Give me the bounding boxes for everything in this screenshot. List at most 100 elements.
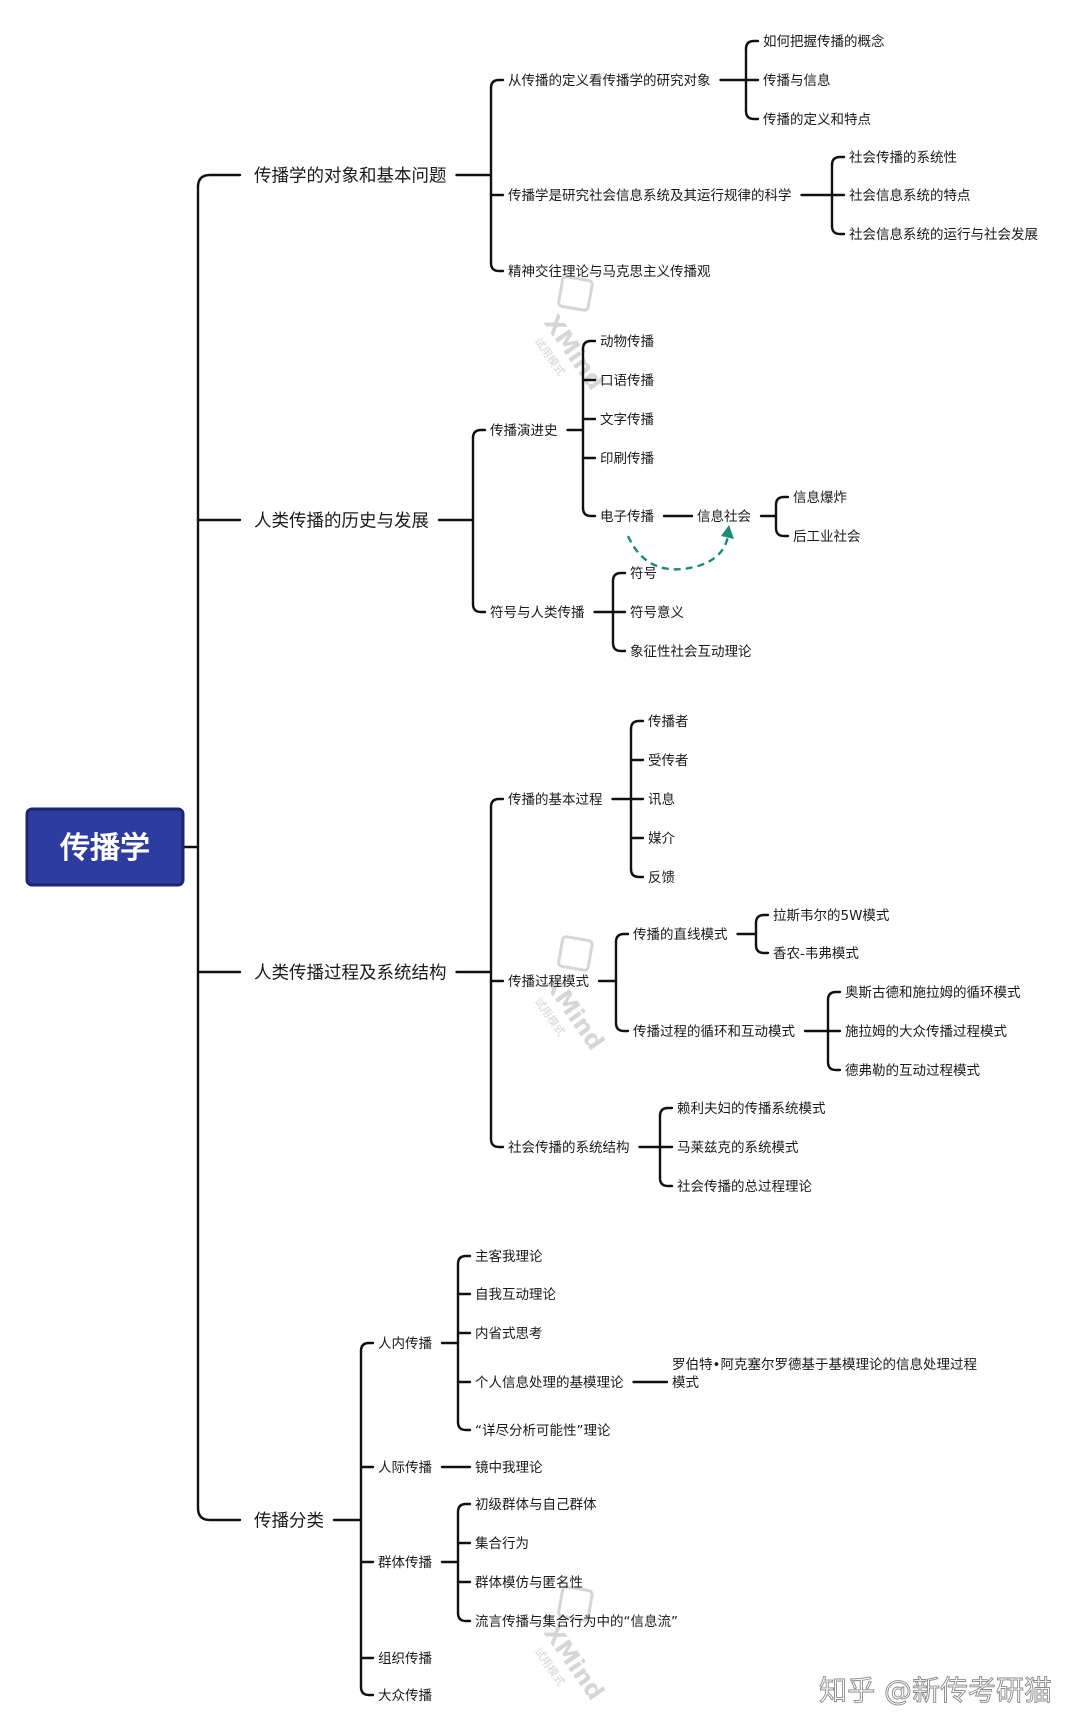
line-2-0-bracket-bottom bbox=[629, 867, 645, 879]
line-3-bracket-top bbox=[359, 1341, 375, 1353]
line-2-0-bracket-top bbox=[629, 719, 645, 731]
line-2-2-bracket-bottom bbox=[658, 1176, 674, 1188]
topic-2-2-2[interactable]: 社会传播的总过程理论 bbox=[677, 1179, 812, 1195]
topic-1-0-4-0-0[interactable]: 信息爆炸 bbox=[793, 489, 847, 506]
topic-1[interactable]: 人类传播的历史与发展 bbox=[254, 511, 429, 531]
topic-2-2-1[interactable]: 马莱兹克的系统模式 bbox=[677, 1140, 799, 1156]
root-node[interactable]: 传播学 bbox=[25, 807, 185, 887]
node-layer: 传播学的对象和基本问题 从传播的定义看传播学的研究对象 如何把握传播的概念传播与信息… bbox=[254, 33, 1038, 1704]
topic-0-0-1[interactable]: 传播与信息 bbox=[763, 72, 831, 89]
topic-3-0-3[interactable]: 个人信息处理的基模理论 bbox=[475, 1374, 624, 1391]
topic-1-1-2[interactable]: 象征性社会互动理论 bbox=[630, 644, 752, 660]
topic-2-0-3[interactable]: 媒介 bbox=[648, 831, 676, 847]
topic-3-3[interactable]: 组织传播 bbox=[378, 1651, 432, 1667]
line-2-1-bracket-bottom bbox=[614, 1021, 630, 1033]
topic-1-0-4-0[interactable]: 信息社会 bbox=[697, 508, 751, 525]
topic-3-2[interactable]: 群体传播 bbox=[378, 1555, 432, 1571]
line-1-1-bracket-top bbox=[611, 571, 627, 583]
line-2-bracket-bottom bbox=[489, 1137, 505, 1149]
topic-1-0-1[interactable]: 口语传播 bbox=[600, 373, 654, 389]
topic-2-1-0-1[interactable]: 香农-韦弗模式 bbox=[773, 946, 859, 962]
topic-2-2-0[interactable]: 赖利夫妇的传播系统模式 bbox=[677, 1100, 826, 1117]
topic-0-0-2[interactable]: 传播的定义和特点 bbox=[763, 112, 871, 128]
line-1-0-4-0-bracket-bottom bbox=[774, 526, 790, 538]
topic-3-2-3[interactable]: 流言传播与集合行为中的“信息流” bbox=[475, 1613, 678, 1630]
line-0-1-bracket-bottom bbox=[830, 224, 846, 236]
line-0-0-bracket-bottom bbox=[744, 109, 760, 121]
topic-3-2-0[interactable]: 初级群体与自己群体 bbox=[475, 1496, 597, 1513]
line-0-0-bracket-top bbox=[744, 39, 760, 51]
topic-0-0[interactable]: 从传播的定义看传播学的研究对象 bbox=[508, 73, 711, 89]
line-2-2-bracket-top bbox=[658, 1106, 674, 1118]
topic-3-1-0[interactable]: 镜中我理论 bbox=[475, 1460, 543, 1476]
line-1-1-bracket-bottom bbox=[611, 641, 627, 653]
topic-2-1-0-0[interactable]: 拉斯韦尔的5W模式 bbox=[773, 908, 890, 924]
topic-2-1-0[interactable]: 传播的直线模式 bbox=[633, 927, 728, 943]
topic-1-1[interactable]: 符号与人类传播 bbox=[490, 605, 585, 621]
topic-0-1-0[interactable]: 社会传播的系统性 bbox=[849, 150, 957, 166]
topic-1-1-0[interactable]: 符号 bbox=[630, 566, 657, 582]
topic-0-1-1[interactable]: 社会信息系统的特点 bbox=[849, 187, 971, 204]
topic-1-0-3[interactable]: 印刷传播 bbox=[600, 451, 654, 467]
line-0-bracket-top bbox=[489, 78, 505, 90]
topic-2-1-1-2[interactable]: 德弗勒的互动过程模式 bbox=[845, 1063, 980, 1079]
topic-0-1[interactable]: 传播学是研究社会信息系统及其运行规律的科学 bbox=[508, 187, 792, 204]
line-3-0-bracket-top bbox=[456, 1254, 472, 1266]
topic-3-0-1[interactable]: 自我互动理论 bbox=[475, 1287, 556, 1303]
line-2-1-0-bracket-top bbox=[754, 913, 770, 925]
topic-2-0-2[interactable]: 讯息 bbox=[648, 791, 675, 808]
topic-0-1-2[interactable]: 社会信息系统的运行与社会发展 bbox=[849, 226, 1038, 243]
line-1-0-bracket-bottom bbox=[581, 506, 597, 518]
topic-2-2[interactable]: 社会传播的系统结构 bbox=[508, 1140, 630, 1156]
line-3-0-bracket-bottom bbox=[456, 1420, 472, 1432]
topic-3-2-1[interactable]: 集合行为 bbox=[475, 1536, 529, 1552]
topic-1-0-4[interactable]: 电子传播 bbox=[600, 509, 654, 525]
topic-2-0-4[interactable]: 反馈 bbox=[648, 870, 675, 886]
topic-3-0-2[interactable]: 内省式思考 bbox=[475, 1326, 543, 1342]
topic-1-0-2[interactable]: 文字传播 bbox=[600, 412, 654, 428]
line-1-bracket-bottom bbox=[471, 602, 487, 614]
topic-2-1[interactable]: 传播过程模式 bbox=[508, 974, 589, 990]
topic-3-0-0[interactable]: 主客我理论 bbox=[475, 1248, 543, 1265]
line-0-bracket-bottom bbox=[489, 261, 505, 273]
topic-0-0-0[interactable]: 如何把握传播的概念 bbox=[763, 33, 885, 50]
line-3-2-bracket-bottom bbox=[456, 1611, 472, 1623]
line-1-bracket-top bbox=[471, 428, 487, 440]
watermark-credit: 知乎 @新传考研猫 bbox=[819, 1674, 1052, 1707]
topic-0[interactable]: 传播学的对象和基本问题 bbox=[254, 166, 447, 186]
connector-lines bbox=[181, 39, 846, 1697]
line-2-1-0-bracket-bottom bbox=[754, 943, 770, 955]
line-2-bracket-top bbox=[489, 797, 505, 809]
topic-3-2-2[interactable]: 群体模仿与匿名性 bbox=[475, 1575, 583, 1591]
topic-3-1[interactable]: 人际传播 bbox=[378, 1460, 432, 1476]
root-label: 传播学 bbox=[59, 831, 150, 866]
topic-2-1-1[interactable]: 传播过程的循环和互动模式 bbox=[633, 1024, 795, 1040]
topic-1-1-1[interactable]: 符号意义 bbox=[630, 604, 684, 621]
root-bracket-top bbox=[196, 173, 242, 189]
line-1-0-4-0-bracket-top bbox=[774, 495, 790, 507]
line-2-1-1-bracket-bottom bbox=[826, 1060, 842, 1072]
topic-0-2[interactable]: 精神交往理论与马克思主义传播观 bbox=[508, 263, 711, 280]
topic-2[interactable]: 人类传播过程及系统结构 bbox=[254, 963, 447, 983]
topic-2-0-1[interactable]: 受传者 bbox=[648, 753, 689, 769]
topic-3-0-3-0[interactable]: 罗伯特•阿克塞尔罗德基于基模理论的信息处理过程模式 bbox=[672, 1356, 977, 1391]
feedback-arrow bbox=[626, 535, 730, 571]
topic-2-1-1-1[interactable]: 施拉姆的大众传播过程模式 bbox=[845, 1024, 1007, 1040]
topic-3[interactable]: 传播分类 bbox=[254, 1511, 324, 1531]
line-2-1-bracket-top bbox=[614, 932, 630, 944]
topic-3-0-4[interactable]: “详尽分析可能性”理论 bbox=[475, 1423, 611, 1439]
topic-2-0[interactable]: 传播的基本过程 bbox=[508, 791, 603, 808]
line-2-1-1-bracket-top bbox=[826, 990, 842, 1002]
topic-1-0[interactable]: 传播演进史 bbox=[490, 423, 558, 439]
topic-2-0-0[interactable]: 传播者 bbox=[648, 714, 689, 730]
topic-1-0-0[interactable]: 动物传播 bbox=[600, 334, 654, 350]
topic-1-0-4-0-1[interactable]: 后工业社会 bbox=[793, 529, 861, 545]
topic-3-0[interactable]: 人内传播 bbox=[378, 1336, 432, 1352]
topic-3-4[interactable]: 大众传播 bbox=[378, 1688, 432, 1704]
topic-2-1-1-0[interactable]: 奥斯古德和施拉姆的循环模式 bbox=[845, 984, 1021, 1001]
line-3-bracket-bottom bbox=[359, 1685, 375, 1697]
line-3-2-bracket-top bbox=[456, 1502, 472, 1514]
